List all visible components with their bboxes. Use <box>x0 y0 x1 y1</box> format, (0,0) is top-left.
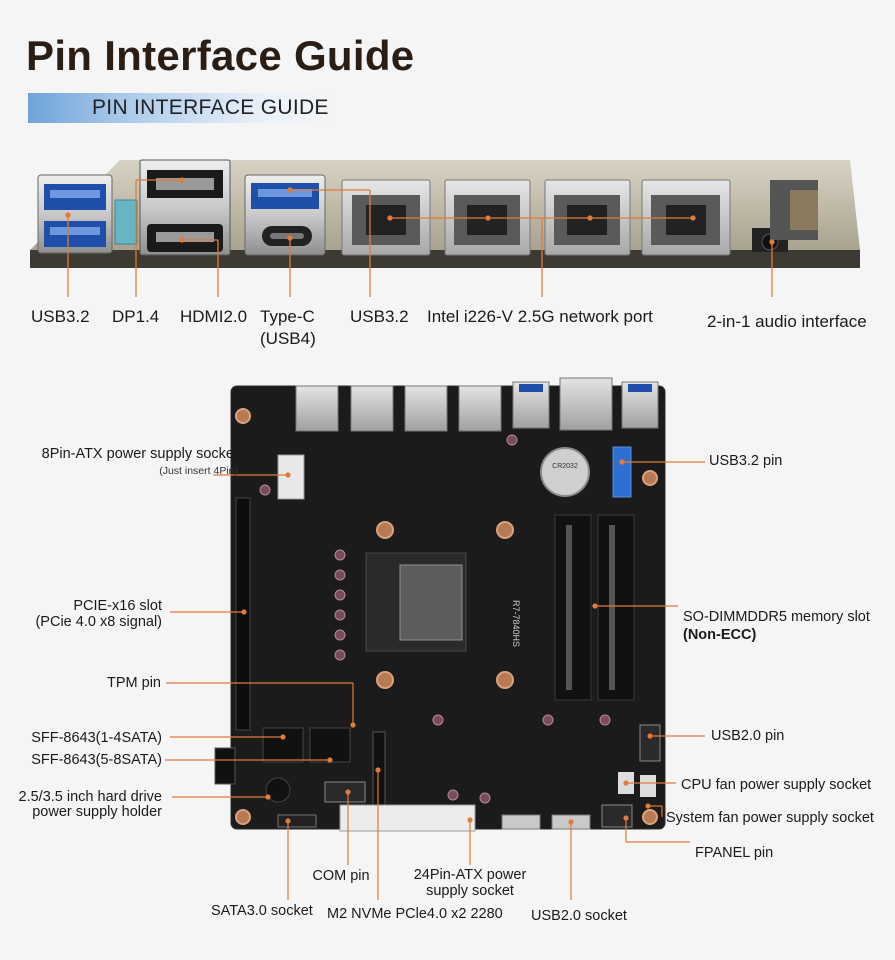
label-usb32-left: USB3.2 <box>31 307 90 326</box>
label-atx8-note: (Just insert 4Pin) <box>159 465 238 477</box>
sodimm-slot-a <box>554 514 592 701</box>
label-network: Intel i226-V 2.5G network port <box>427 307 653 326</box>
label-com: COM pin <box>312 868 370 884</box>
label-pcie: PCIE-x16 slot <box>73 598 162 614</box>
label-typec: Type-C <box>260 307 315 326</box>
io-panel-illustration <box>30 159 860 297</box>
page-title: Pin Interface Guide <box>26 32 415 79</box>
cpu-die <box>399 564 463 641</box>
label-hdd-holder: power supply holder <box>32 804 162 820</box>
label-sff1: SFF-8643(1-4SATA) <box>31 730 162 746</box>
board-video-stack <box>559 377 613 431</box>
sys-fan-header <box>640 775 656 797</box>
io-small-connector <box>114 199 138 245</box>
label-atx24-socket: supply socket <box>426 883 514 899</box>
audio-jack-port <box>752 180 818 252</box>
sff-8643-2 <box>309 727 351 763</box>
label-cpu-fan: CPU fan power supply socket <box>681 777 872 793</box>
label-sodimm-nonecc: (Non-ECC) <box>683 627 757 643</box>
usb20-socket-1 <box>501 814 541 830</box>
atx8-socket <box>277 454 305 500</box>
rj45-port-1 <box>341 179 431 256</box>
label-sodimm: SO-DIMMDDR5 memory slot <box>683 609 870 625</box>
atx24-socket <box>339 804 476 832</box>
label-usb20-socket: USB2.0 socket <box>531 908 627 924</box>
page-subtitle: PIN INTERFACE GUIDE <box>92 96 329 119</box>
label-usb20-pin: USB2.0 pin <box>711 728 785 744</box>
label-m2: M2 NVMe PCle4.0 x2 2280 <box>327 906 503 922</box>
usb20-header <box>639 724 661 762</box>
fpanel-header <box>601 804 633 828</box>
label-hdd: 2.5/3.5 inch hard drive <box>18 789 162 805</box>
label-hdmi: HDMI2.0 <box>180 307 248 326</box>
hdd-power-holder <box>265 777 291 803</box>
subtitle-banner <box>28 93 340 123</box>
com-header <box>324 781 366 803</box>
label-usb32-pin: USB3.2 pin <box>709 453 783 469</box>
dp-hdmi-stack-port <box>139 159 231 256</box>
board-rj45-row <box>295 385 502 432</box>
usb32-header <box>612 446 632 498</box>
label-sff2: SFF-8643(5-8SATA) <box>31 752 162 768</box>
label-tpm: TPM pin <box>107 675 161 691</box>
cpu-model-label: R7-7840HS <box>511 600 521 647</box>
label-fpanel: FPANEL pin <box>695 845 774 861</box>
cmos-battery <box>540 447 590 497</box>
label-atx8: 8Pin-ATX power supply socket <box>41 446 238 462</box>
label-sata: SATA3.0 socket <box>211 903 313 919</box>
usb32-typec-stack-port <box>244 174 326 256</box>
label-usb32-right: USB3.2 <box>350 307 409 326</box>
sodimm-slot-b <box>597 514 635 701</box>
label-pcie-signal: (PCie 4.0 x8 signal) <box>35 614 162 630</box>
sff-8643-1 <box>262 727 304 763</box>
label-atx24: 24Pin-ATX power <box>413 867 527 883</box>
label-typec-usb4: (USB4) <box>260 329 316 348</box>
usb32-stack-left-port <box>37 174 113 254</box>
sata-socket <box>277 814 317 828</box>
battery-label: CR2032 <box>552 463 578 470</box>
label-sys-fan: System fan power supply socket <box>666 810 874 826</box>
label-audio: 2-in-1 audio interface <box>707 312 867 331</box>
label-dp: DP1.4 <box>112 307 160 326</box>
